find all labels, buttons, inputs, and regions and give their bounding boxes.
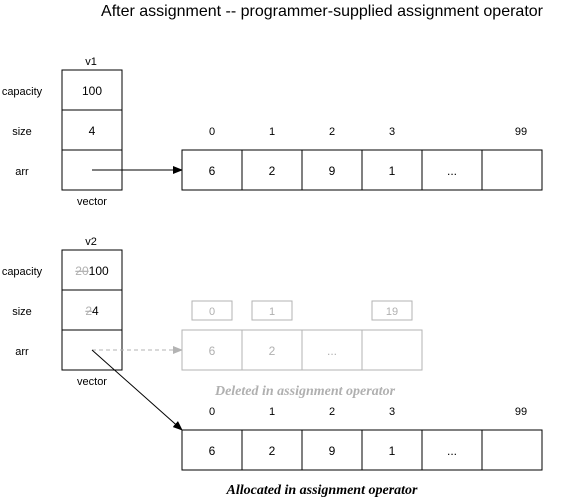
array-top-index: 3 xyxy=(389,126,395,138)
array-new-value: ... xyxy=(447,444,457,458)
array-deleted-cell xyxy=(361,329,423,371)
array-top-index: 0 xyxy=(209,126,215,138)
v1-name: v1 xyxy=(85,56,97,68)
array-new-value: 1 xyxy=(389,444,396,458)
v2-name: v2 xyxy=(85,236,97,248)
array-deleted-index-box xyxy=(191,300,233,321)
array-new-index: 3 xyxy=(389,406,395,418)
array-top-index: 99 xyxy=(515,126,527,138)
array-new-cell xyxy=(481,429,543,471)
diagram-title: After assignment -- programmer-supplied … xyxy=(101,3,544,20)
array-new-cell xyxy=(421,429,483,471)
v2-capacity-value: 20100 xyxy=(75,264,109,278)
array-new-index: 0 xyxy=(209,406,215,418)
array-deleted-cell xyxy=(301,329,363,371)
array-deleted-cell xyxy=(241,329,303,371)
array-top-value: 2 xyxy=(269,164,276,178)
v1-capacity-value: 100 xyxy=(82,84,102,98)
array-new-caption: Allocated in assignment operator xyxy=(226,483,419,498)
array-deleted-caption: Deleted in assignment operator xyxy=(214,384,396,399)
array-new-cell xyxy=(301,429,363,471)
array-deleted: 0 1 19 6 2 ... Deleted in assignment ope… xyxy=(181,300,423,399)
v1-size-value: 4 xyxy=(89,124,96,138)
array-top-value: 9 xyxy=(329,164,336,178)
v2-capacity-cell xyxy=(61,249,123,291)
array-top-index: 1 xyxy=(269,126,275,138)
array-deleted-index: 1 xyxy=(269,306,275,318)
v2-capacity-label: capacity xyxy=(2,266,43,278)
array-deleted-value: ... xyxy=(327,344,337,358)
v1-size-cell xyxy=(61,109,123,151)
array-new-cell xyxy=(361,429,423,471)
v2-size-old-value: 2 xyxy=(85,304,92,318)
array-top-cell xyxy=(481,149,543,191)
array-new-index: 1 xyxy=(269,406,275,418)
v1-struct: v1 capacity size arr 100 4 vector xyxy=(2,56,183,208)
array-new-value: 6 xyxy=(209,444,216,458)
v2-type-label: vector xyxy=(77,376,107,388)
v1-size-label: size xyxy=(12,126,32,138)
array-new: 0 1 2 3 99 6 2 9 1 ... Allocated in assi… xyxy=(181,406,543,498)
array-deleted-value: 6 xyxy=(209,344,216,358)
array-new-value: 9 xyxy=(329,444,336,458)
array-deleted-cell xyxy=(181,329,243,371)
v1-capacity-cell xyxy=(61,69,123,111)
array-deleted-index: 19 xyxy=(386,306,398,318)
array-new-cell xyxy=(241,429,303,471)
v2-arr-label: arr xyxy=(15,346,29,358)
array-new-index: 2 xyxy=(329,406,335,418)
v1-arr-label: arr xyxy=(15,166,29,178)
v2-size-value: 24 xyxy=(85,304,99,318)
array-new-value: 2 xyxy=(269,444,276,458)
v2-size-label: size xyxy=(12,306,32,318)
v2-size-cell xyxy=(61,289,123,331)
v1-type-label: vector xyxy=(77,196,107,208)
array-top-value: 1 xyxy=(389,164,396,178)
array-top: 0 1 2 3 99 6 2 9 1 ... xyxy=(181,126,543,191)
array-deleted-index-box xyxy=(251,300,293,321)
array-deleted-value: 2 xyxy=(269,344,276,358)
array-top-index: 2 xyxy=(329,126,335,138)
v1-capacity-label: capacity xyxy=(2,86,43,98)
array-top-value: ... xyxy=(447,164,457,178)
v2-struct: v2 capacity size arr 20100 24 vector xyxy=(2,236,183,431)
array-deleted-index-box xyxy=(371,300,413,321)
array-top-cell xyxy=(301,149,363,191)
array-deleted-index: 0 xyxy=(209,306,215,318)
array-new-index: 99 xyxy=(515,406,527,418)
array-top-value: 6 xyxy=(209,164,216,178)
v2-size-new-value: 4 xyxy=(92,304,99,318)
v2-arr-pointer-arrow xyxy=(91,349,183,431)
array-new-cell xyxy=(181,429,243,471)
v2-capacity-new-value: 100 xyxy=(89,264,109,278)
v2-capacity-old-value: 20 xyxy=(75,264,89,278)
